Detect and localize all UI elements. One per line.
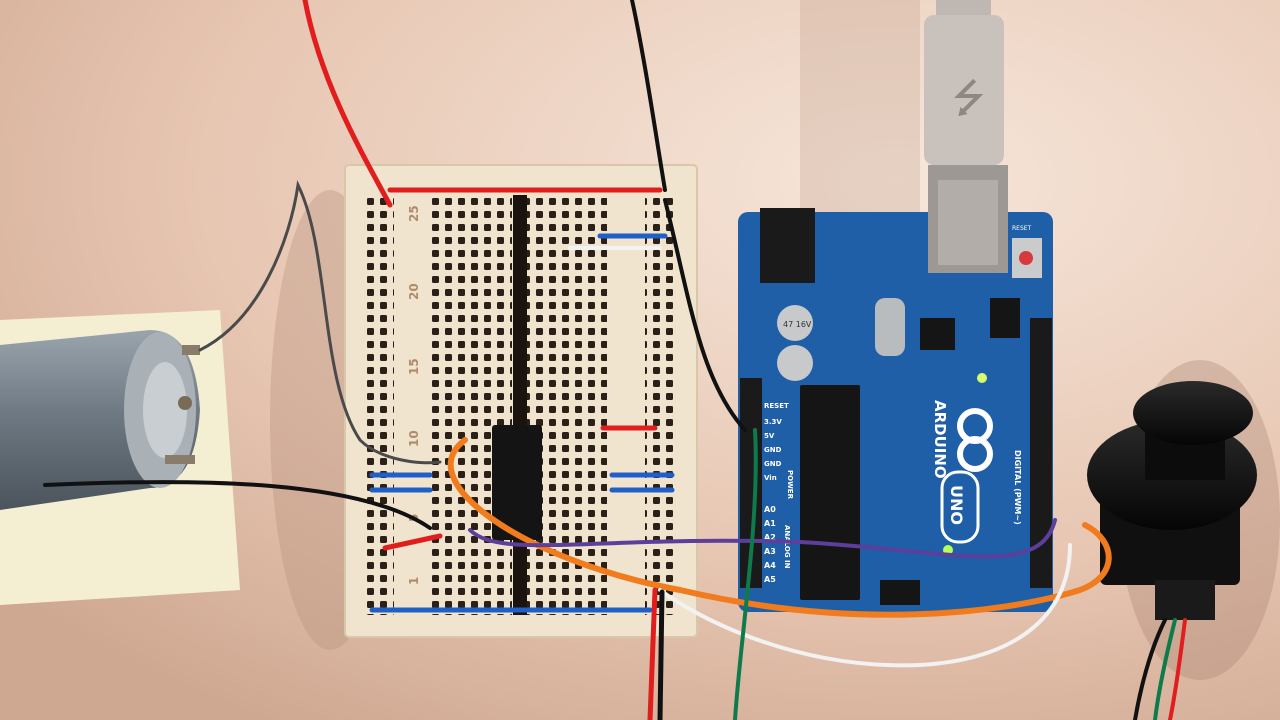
uno-badge: UNO xyxy=(940,470,980,544)
pin-label-a1: A1 xyxy=(764,519,776,528)
usb-cable: ⭍ xyxy=(924,0,1008,273)
row-number-20: 20 xyxy=(407,283,421,300)
arduino-logo xyxy=(957,408,993,472)
digital-header-label: DIGITAL (PWM~) xyxy=(1013,450,1022,525)
pin-label-gnd-1: GND xyxy=(764,446,782,454)
usb-icon: ⭍ xyxy=(952,76,985,122)
pin-label-a2: A2 xyxy=(764,533,776,542)
pin-label-gnd-2: GND xyxy=(764,460,782,468)
svg-text:UNO: UNO xyxy=(947,485,966,525)
pin13-led xyxy=(943,545,953,555)
ic-chip xyxy=(492,425,542,540)
pin-label-3v3: 3.3V xyxy=(764,418,782,426)
joystick-module xyxy=(1087,381,1257,620)
row-number-15: 15 xyxy=(407,358,421,375)
capacitor-label: 47 16V xyxy=(783,320,812,329)
long-wires xyxy=(43,0,1187,720)
reset-label: RESET xyxy=(1012,225,1032,232)
pin-label-a3: A3 xyxy=(764,547,776,556)
pin-label-reset: RESET xyxy=(764,402,789,410)
pin-label-vin: Vin xyxy=(764,474,777,482)
reset-button[interactable] xyxy=(1019,251,1033,265)
row-number-25: 25 xyxy=(407,205,421,222)
pin-label-5v: 5V xyxy=(764,432,775,440)
pin-label-a0: A0 xyxy=(764,505,776,514)
jumper-wires-breadboard xyxy=(369,187,675,613)
usb-shadow xyxy=(800,0,920,220)
pin-label-a4: A4 xyxy=(764,561,776,570)
analog-header-label: ANALOG IN xyxy=(783,525,791,569)
pin-label-a5: A5 xyxy=(764,575,776,584)
atmega-chip xyxy=(800,385,860,600)
arduino-brand-text: ARDUINO xyxy=(931,400,949,479)
power-header-label: POWER xyxy=(786,470,794,500)
row-number-10: 10 xyxy=(407,430,421,447)
row-number-1: 1 xyxy=(407,577,421,585)
power-led xyxy=(977,373,987,383)
joystick-knob[interactable] xyxy=(1133,381,1253,445)
dc-motor xyxy=(0,330,200,510)
